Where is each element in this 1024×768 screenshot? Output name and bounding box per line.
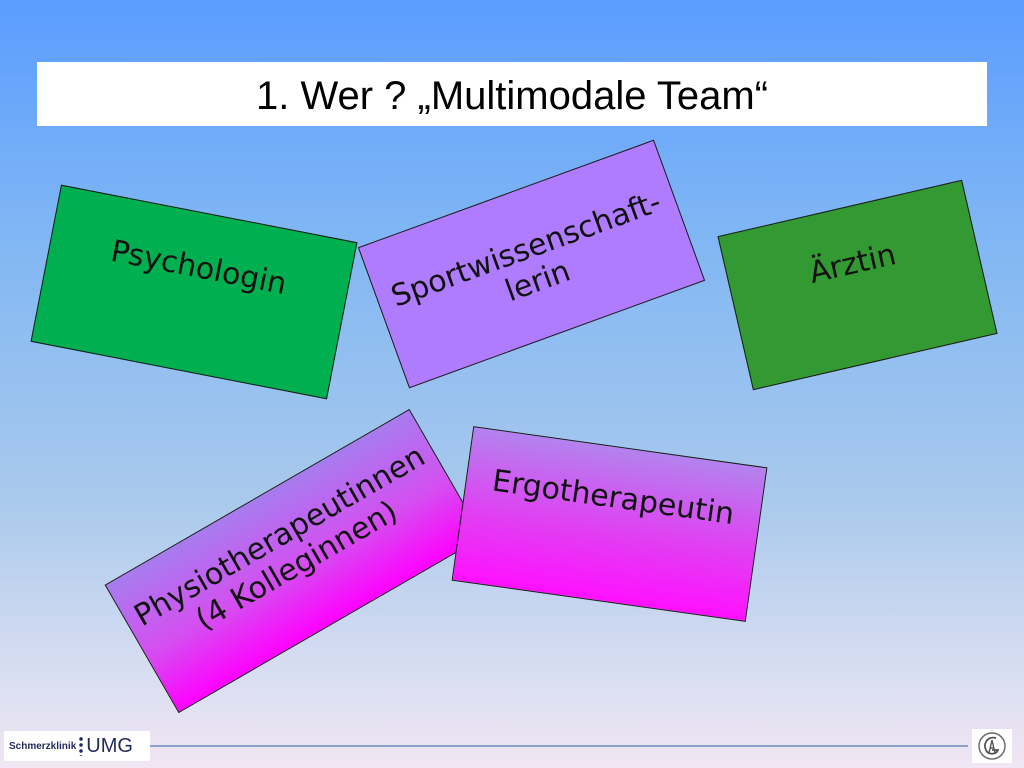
card-physio-label-line1: Physiotherapeutinnen	[128, 438, 432, 634]
title-bar: 1. Wer ? „Multimodale Team“	[37, 62, 987, 126]
footer-divider	[150, 745, 968, 747]
logo-dots	[79, 736, 84, 756]
seal-emblem	[978, 732, 1006, 760]
card-physiotherapeutinnen: Physiotherapeutinnen (4 Kolleginnen)	[104, 408, 484, 714]
slide-title: 1. Wer ? „Multimodale Team“	[255, 73, 769, 118]
card-ergo-label: Ergotherapeutin	[490, 463, 737, 533]
card-aerztin-label: Ärztin	[805, 237, 900, 291]
card-psychologin-label: Psychologin	[108, 233, 290, 303]
university-seal-icon	[972, 729, 1012, 763]
card-aerztin: Ärztin	[717, 179, 998, 391]
card-psychologin: Psychologin	[30, 184, 358, 400]
logo-brand-text: UMG	[86, 734, 133, 757]
card-ergotherapeutin: Ergotherapeutin	[451, 426, 768, 622]
card-sportwissenschaftlerin: Sportwissenschaft- lerin	[357, 139, 706, 389]
logo-clinic-text: Schmerzklinik	[9, 740, 77, 752]
schmerzklinik-umg-logo: Schmerzklinik UMG	[4, 731, 150, 761]
